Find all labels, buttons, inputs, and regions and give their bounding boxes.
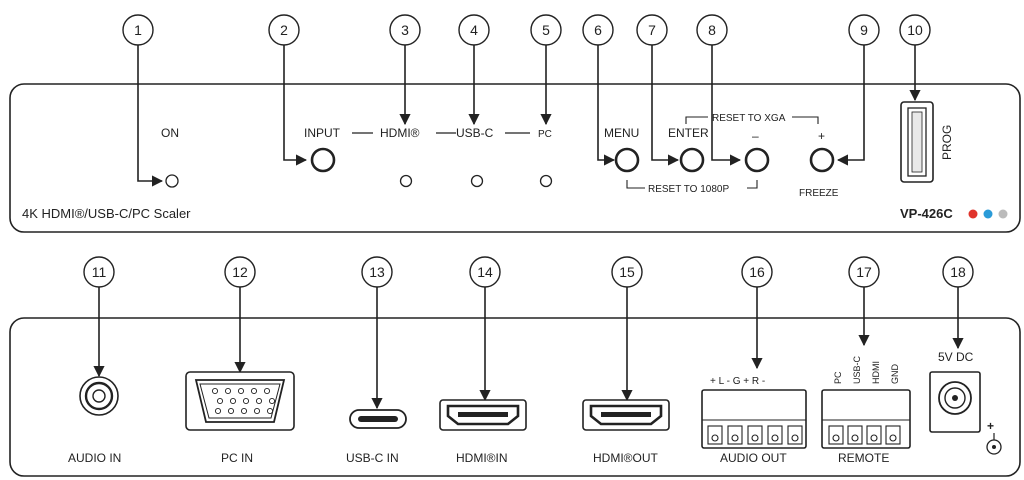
svg-text:10: 10 (907, 22, 923, 38)
usbc-led (470, 174, 484, 188)
hdmi-in-port[interactable] (439, 399, 527, 431)
front-panel (9, 83, 1021, 233)
callout-1: 1 (122, 14, 154, 46)
leader-8 (711, 45, 742, 166)
callout-16: 16 (741, 256, 773, 288)
callout-8: 8 (696, 14, 728, 46)
callout-13: 13 (361, 256, 393, 288)
remote-terminal[interactable] (821, 389, 911, 449)
callout-2: 2 (268, 14, 300, 46)
pc-led (539, 174, 553, 188)
input-button[interactable] (310, 147, 336, 173)
svg-text:3: 3 (401, 22, 409, 38)
pc-in-label: PC IN (221, 451, 253, 465)
usbc-in-port[interactable] (349, 409, 407, 429)
audio-in-jack[interactable] (79, 376, 119, 416)
callout-14: 14 (469, 256, 501, 288)
svg-text:17: 17 (856, 264, 872, 280)
pc-label: PC (538, 129, 552, 140)
reset-1080p-label: RESET TO 1080P (648, 184, 729, 195)
svg-text:1: 1 (134, 22, 142, 38)
enter-label: ENTER (668, 126, 709, 140)
prog-label: PROG (940, 125, 954, 160)
leader-9 (836, 45, 865, 166)
callout-10: 10 (899, 14, 931, 46)
svg-text:12: 12 (232, 264, 248, 280)
hdmi-out-port[interactable] (582, 399, 670, 431)
callout-9: 9 (848, 14, 880, 46)
on-led (165, 174, 179, 188)
svg-text:USB-C: USB-C (852, 355, 862, 384)
front-callouts: 1 2 3 4 5 6 7 8 9 10 (122, 14, 931, 46)
svg-text:PC: PC (833, 371, 843, 384)
polarity-icon: + (986, 419, 1002, 455)
pc-in-vga-port[interactable] (185, 371, 295, 431)
hdmi-led (399, 174, 413, 188)
audio-in-label: AUDIO IN (68, 451, 121, 465)
leader-2 (283, 45, 308, 166)
minus-label: – (752, 129, 759, 143)
callout-3: 3 (389, 14, 421, 46)
freeze-label: FREEZE (799, 188, 839, 199)
svg-text:13: 13 (369, 264, 385, 280)
svg-text:5: 5 (542, 22, 550, 38)
svg-text:18: 18 (950, 264, 966, 280)
svg-text:HDMI: HDMI (871, 361, 881, 384)
svg-text:7: 7 (648, 22, 656, 38)
plus-button[interactable] (809, 147, 835, 173)
prog-usb-port[interactable] (900, 101, 934, 183)
leader-1 (137, 45, 164, 187)
model-label: VP-426C (900, 206, 953, 221)
on-label: ON (161, 126, 179, 140)
rear-callouts: 11 12 13 14 15 16 17 18 (83, 256, 974, 288)
menu-button[interactable] (614, 147, 640, 173)
menu-label: MENU (604, 126, 639, 140)
audio-out-pins-label: + L - G + R - (710, 376, 765, 387)
svg-text:11: 11 (92, 264, 107, 280)
hdmi-label: HDMI® (380, 126, 420, 140)
callout-4: 4 (458, 14, 490, 46)
svg-text:8: 8 (708, 22, 716, 38)
callout-7: 7 (636, 14, 668, 46)
svg-text:14: 14 (477, 264, 493, 280)
hdmi-out-label: HDMI®OUT (593, 451, 659, 465)
reset-xga-label: RESET TO XGA (712, 113, 786, 124)
callout-18: 18 (942, 256, 974, 288)
usbc-label: USB-C (456, 126, 494, 140)
device-title: 4K HDMI®/USB-C/PC Scaler (22, 206, 191, 221)
usbc-in-label: USB-C IN (346, 451, 399, 465)
hdmi-in-label: HDMI®IN (456, 451, 508, 465)
svg-text:GND: GND (890, 364, 900, 385)
svg-text:15: 15 (619, 264, 635, 280)
dc-label: 5V DC (938, 350, 974, 364)
callout-15: 15 (611, 256, 643, 288)
remote-label: REMOTE (838, 451, 889, 465)
dc-power-jack[interactable] (929, 371, 981, 433)
callout-12: 12 (224, 256, 256, 288)
callout-11: 11 (83, 256, 115, 288)
plus-label: + (818, 129, 825, 143)
front-leaders (137, 45, 921, 187)
audio-out-label: AUDIO OUT (720, 451, 787, 465)
brand-logo (968, 209, 1008, 219)
rear-leaders (93, 287, 964, 410)
svg-text:2: 2 (280, 22, 288, 38)
svg-text:16: 16 (749, 264, 765, 280)
callout-17: 17 (848, 256, 880, 288)
enter-button[interactable] (679, 147, 705, 173)
callout-6: 6 (582, 14, 614, 46)
svg-text:+: + (987, 419, 994, 433)
remote-pin-labels: PC USB-C HDMI GND (833, 355, 900, 384)
svg-text:9: 9 (860, 22, 868, 38)
svg-text:4: 4 (470, 22, 478, 38)
audio-out-terminal[interactable] (701, 389, 807, 449)
callout-5: 5 (530, 14, 562, 46)
leader-6 (597, 45, 616, 166)
minus-button[interactable] (744, 147, 770, 173)
leader-7 (651, 45, 680, 166)
input-label: INPUT (304, 126, 341, 140)
svg-text:6: 6 (594, 22, 602, 38)
